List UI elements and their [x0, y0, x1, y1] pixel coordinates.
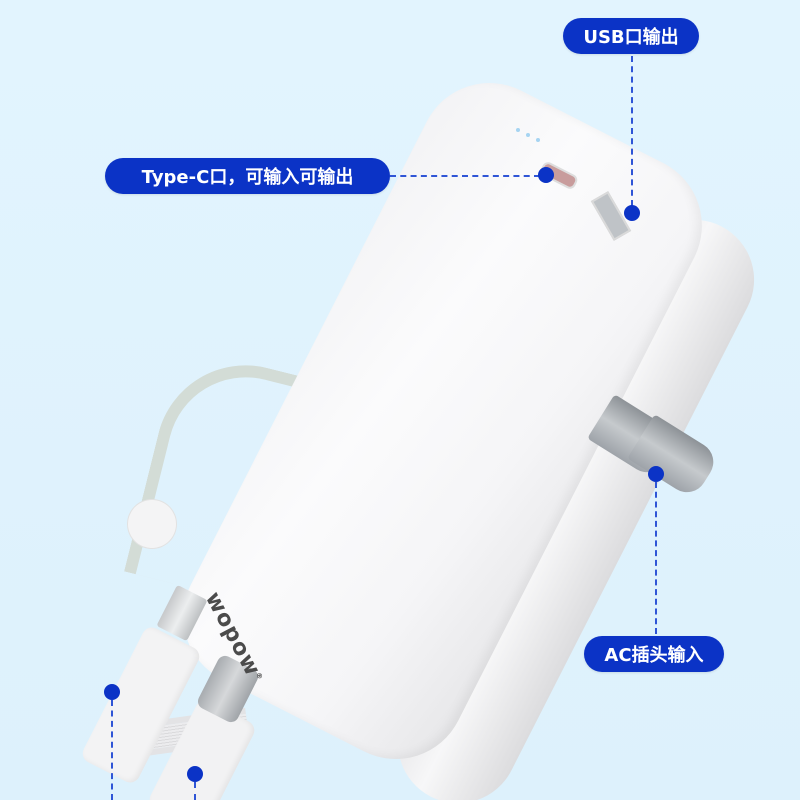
callout-usb-label: USB口输出	[583, 27, 679, 48]
led-icon	[536, 138, 540, 142]
callout-ac-label: AC插头输入	[604, 645, 704, 666]
ac-plug-marker	[648, 466, 664, 482]
lightning-cable-marker	[104, 684, 120, 700]
typec-cable-marker	[187, 766, 203, 782]
leader-line	[111, 700, 113, 800]
callout-ac: AC插头输入	[584, 636, 724, 672]
led-icon	[516, 128, 520, 132]
callout-typec: Type-C口，可输入可输出	[105, 158, 390, 194]
led-icon	[526, 133, 530, 137]
usb-port-marker	[624, 205, 640, 221]
led-indicators	[516, 128, 556, 142]
callout-usb: USB口输出	[563, 18, 699, 54]
leader-line	[655, 482, 657, 634]
leader-line	[194, 782, 196, 800]
callout-typec-label: Type-C口，可输入可输出	[141, 167, 354, 188]
typec-port-marker	[538, 167, 554, 183]
leader-line	[390, 175, 540, 177]
leader-line	[631, 56, 633, 206]
cable-anchor	[128, 500, 176, 548]
